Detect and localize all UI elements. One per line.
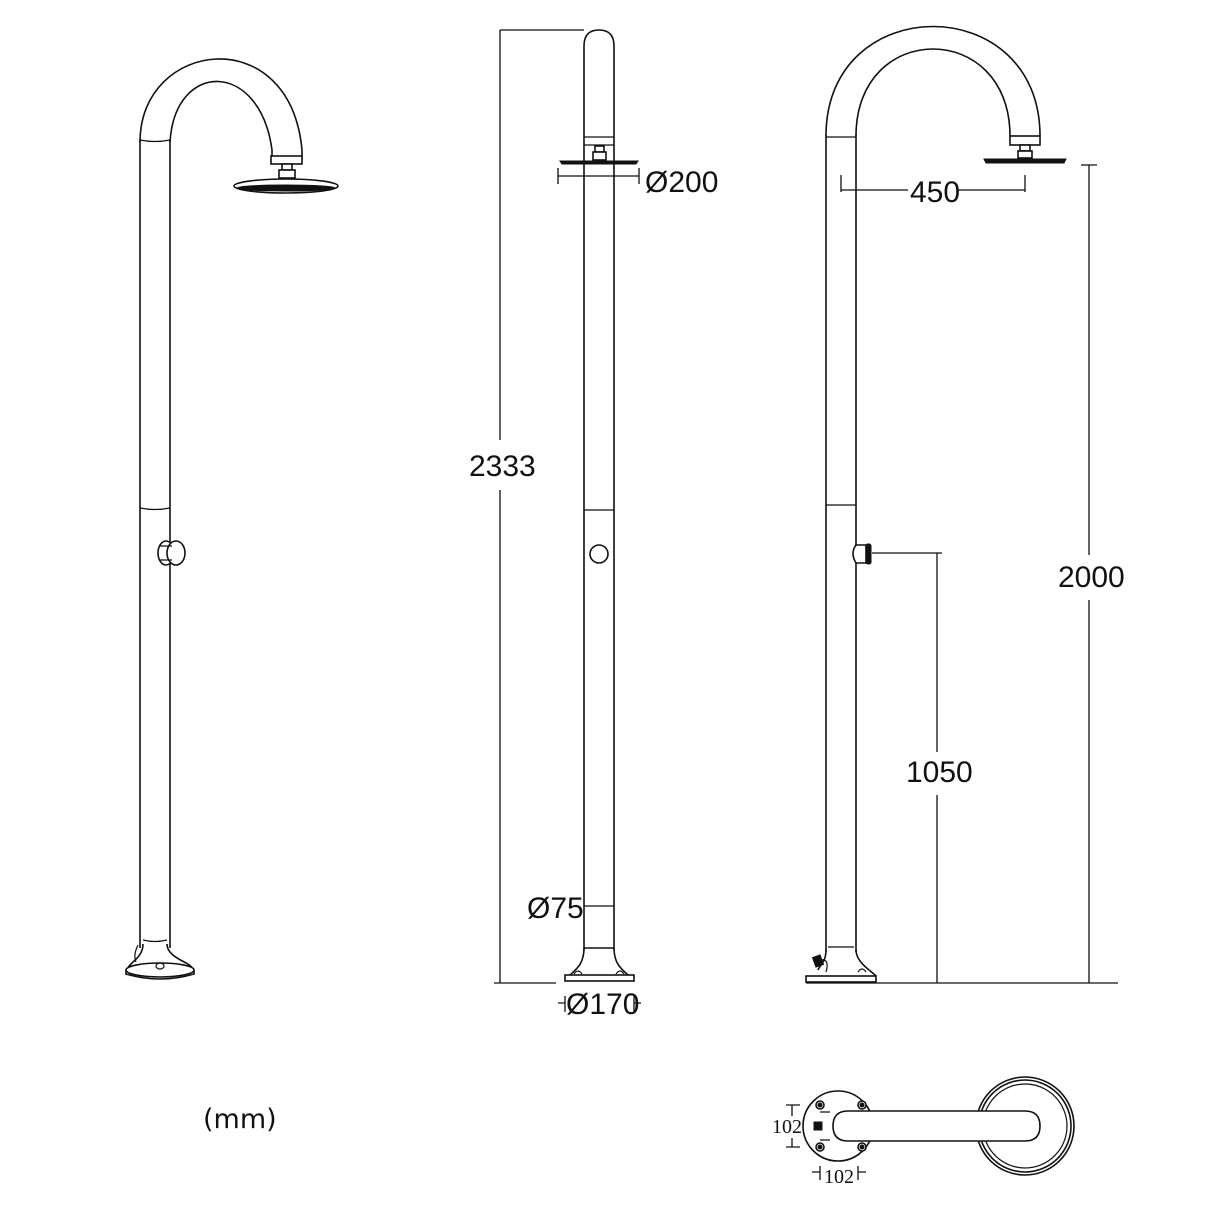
units-label: (mm) bbox=[203, 1104, 277, 1135]
plan-depth-label: 102 bbox=[772, 1116, 802, 1138]
front-view: 2333 Ø200 Ø75 Ø170 bbox=[469, 29, 718, 1021]
perspective-view bbox=[125, 58, 339, 980]
height-1050-label: 1050 bbox=[906, 756, 973, 789]
height-2333-label: 2333 bbox=[469, 450, 536, 483]
base-diameter-label: Ø170 bbox=[566, 988, 639, 1021]
head-diameter-label: Ø200 bbox=[645, 166, 718, 199]
plan-view: 102 102 bbox=[772, 1076, 1075, 1188]
plan-width-label: 102 bbox=[824, 1166, 854, 1188]
column-diameter-label: Ø75 bbox=[527, 892, 584, 925]
height-2000-label: 2000 bbox=[1058, 561, 1125, 594]
side-view: 450 2000 1050 bbox=[805, 25, 1125, 984]
reach-450-label: 450 bbox=[910, 176, 960, 209]
